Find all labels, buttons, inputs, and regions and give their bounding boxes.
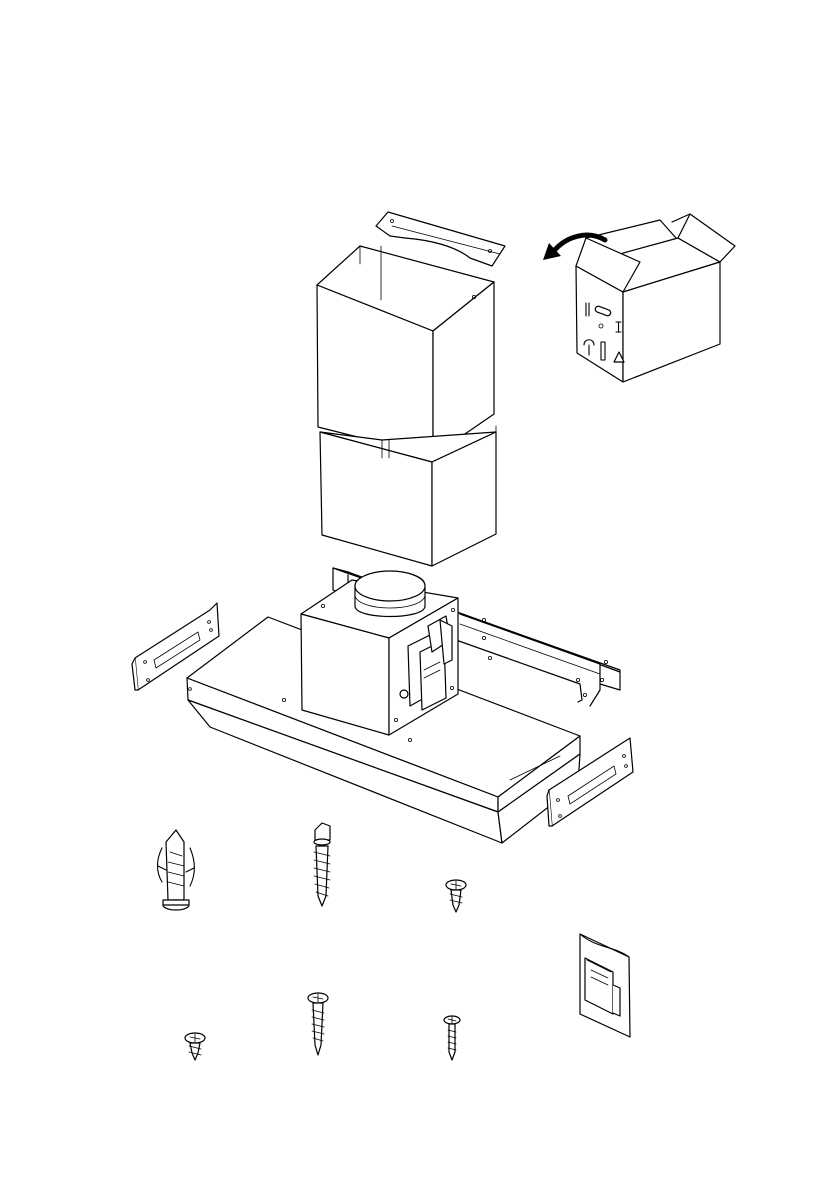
lag-screw: [314, 823, 330, 906]
upper-chimney: [317, 246, 494, 456]
long-screw: [308, 993, 328, 1055]
short-screw-a: [446, 880, 466, 912]
manual-pouch: [580, 934, 630, 1037]
medium-screw: [444, 1016, 460, 1060]
lower-chimney: [320, 426, 496, 566]
wall-plug: [158, 830, 195, 910]
short-screw-b: [185, 1033, 205, 1060]
